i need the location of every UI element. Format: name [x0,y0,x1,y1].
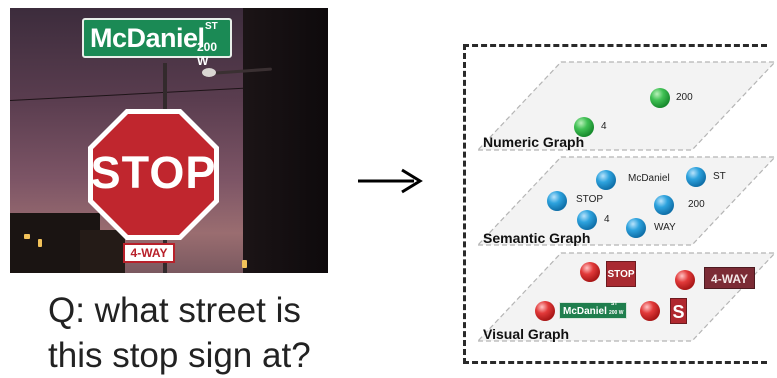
semantic-node-way [626,218,646,238]
visual-crop-mcdaniel-text: McDaniel [563,306,607,317]
semantic-label-mcdaniel: McDaniel [628,173,670,184]
semantic-node-200 [654,195,674,215]
four-way-plate: 4-WAY [123,243,175,263]
street-sign-name: McDaniel [90,23,205,53]
semantic-label-stop: STOP [576,194,604,205]
stop-sign-octagon [88,109,219,240]
right-arrow-icon [358,168,423,194]
question-line-1: Q: what street is [48,291,301,330]
visual-node-mcdaniel [535,301,555,321]
visual-graph-title: Visual Graph [483,326,570,342]
visual-crop-4way: 4-WAY [704,267,755,289]
semantic-node-mcdaniel [596,170,616,190]
visual-node-4way [675,270,695,290]
visual-crop-stop: STOP [606,261,636,287]
street-lamp [202,68,216,77]
lit-window [24,234,30,239]
building-left-back [80,230,125,273]
visual-node-s [640,301,660,321]
visual-plane [476,252,777,342]
building-right [243,8,328,273]
numeric-label-200: 200 [676,92,693,103]
street-sign-suffix: ST [205,21,218,32]
visual-crop-s: S [670,298,687,324]
semantic-node-st [686,167,706,187]
visual-crop-mcdaniel-number: 200 W [609,310,624,316]
semantic-graph-title: Semantic Graph [483,230,591,246]
visual-crop-mcdaniel-suffix: ST [611,301,618,307]
visual-crop-mcdaniel: McDaniel ST 200 W [559,301,627,319]
semantic-node-stop [547,191,567,211]
lit-window [38,239,42,247]
stop-sign-text: STOP [90,147,217,198]
semantic-label-st: ST [713,171,726,182]
numeric-plane [476,61,777,151]
numeric-graph-title: Numeric Graph [483,134,585,150]
visual-node-stop [580,262,600,282]
numeric-node-200 [650,88,670,108]
semantic-label-4: 4 [604,214,610,225]
semantic-label-way: WAY [654,222,676,233]
numeric-label-4: 4 [601,121,607,132]
lit-window [242,260,247,268]
graph-panel [463,44,767,364]
question-line-2: this stop sign at? [48,336,311,375]
street-name-sign: McDaniel ST 200 W [82,18,232,68]
semantic-node-4 [577,210,597,230]
street-sign-number: 200 W [197,40,218,68]
numeric-node-4 [574,117,594,137]
semantic-label-200: 200 [688,199,705,210]
